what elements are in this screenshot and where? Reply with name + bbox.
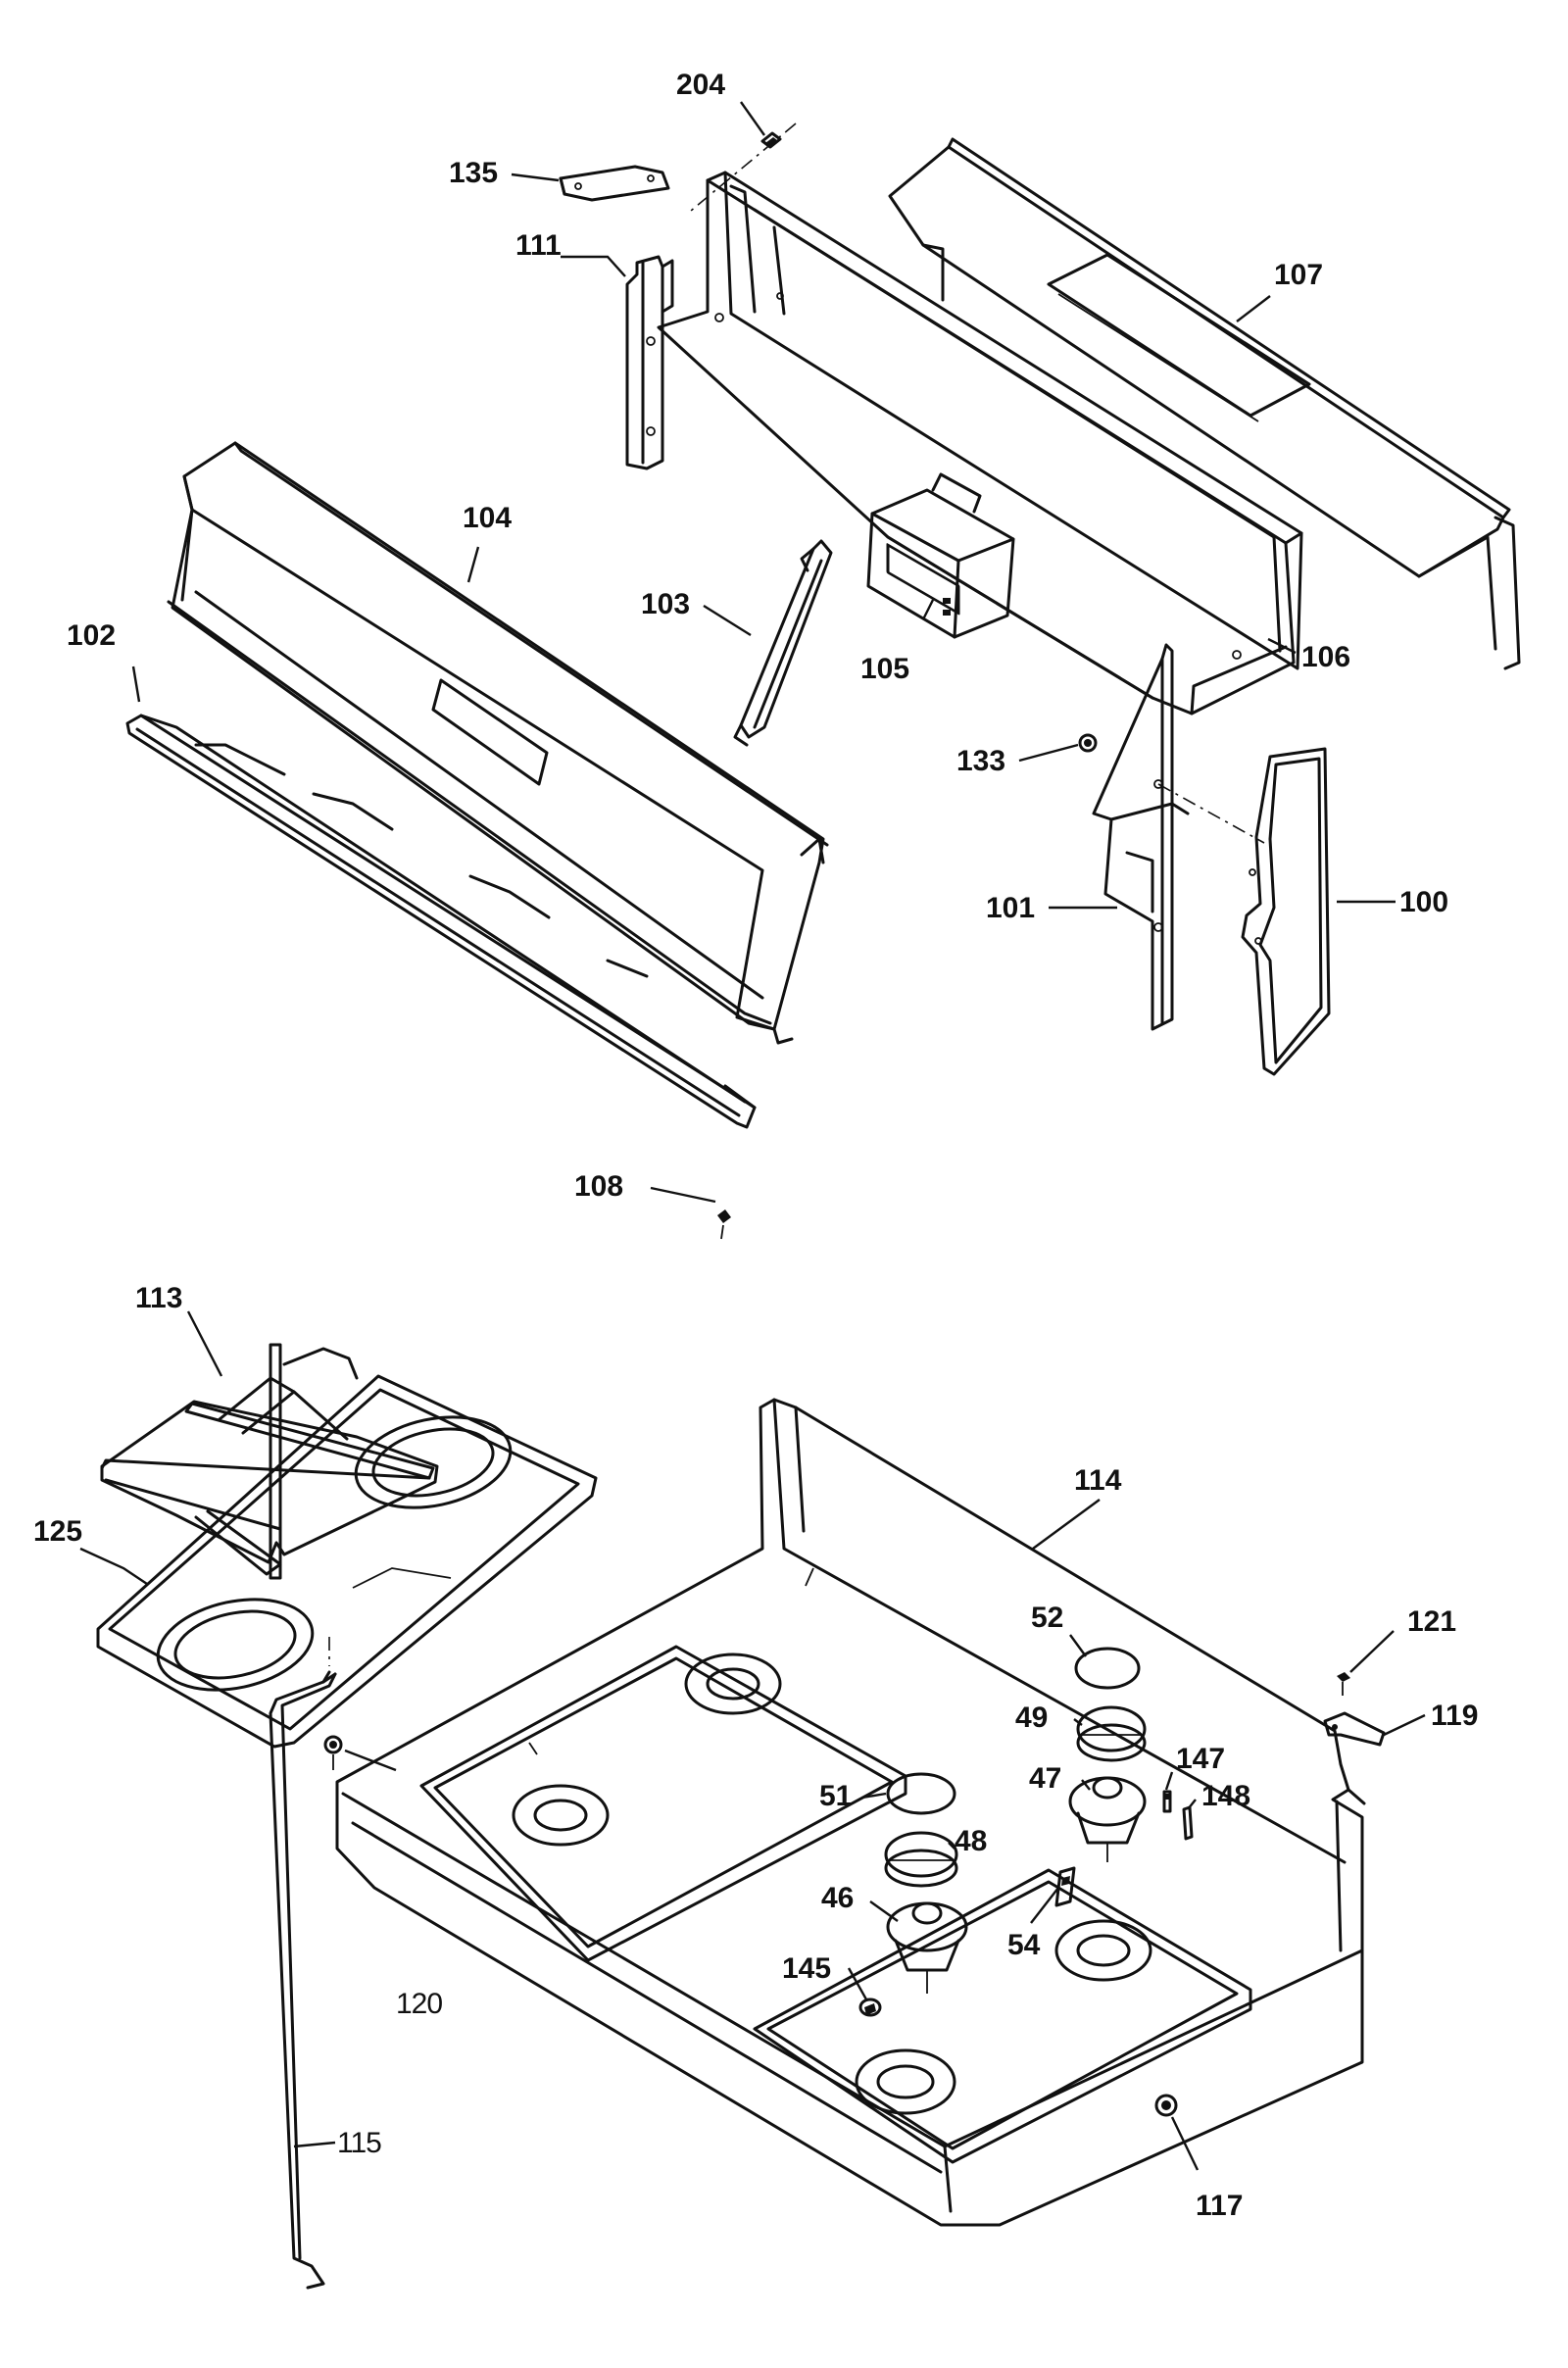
part-104-control-panel [167, 441, 829, 1045]
label-51: 51 [819, 1780, 853, 1812]
label-106: 106 [1301, 641, 1351, 673]
label-119: 119 [1431, 1700, 1479, 1732]
part-121-screw [1337, 1672, 1350, 1696]
label-54: 54 [1007, 1929, 1041, 1961]
part-52-cap [1074, 1647, 1141, 1690]
label-111: 111 [515, 229, 562, 262]
part-107-top-trim [888, 137, 1521, 670]
part-47-burner-base [1068, 1776, 1147, 1862]
label-120: 120 [396, 1988, 443, 2020]
part-133-nut [1078, 733, 1098, 753]
part-147-spring [1162, 1790, 1172, 1813]
label-100: 100 [1399, 886, 1449, 918]
label-52: 52 [1031, 1602, 1064, 1634]
part-204-screw [690, 123, 797, 212]
label-133: 133 [956, 745, 1006, 777]
label-148: 148 [1201, 1780, 1251, 1812]
part-54-igniter [1054, 1866, 1076, 1907]
part-125-drip-pan [96, 1374, 598, 1749]
part-120-nut [323, 1735, 343, 1770]
label-48: 48 [955, 1825, 988, 1857]
part-119-bracket [1323, 1711, 1386, 1747]
part-111-side-bracket [625, 255, 674, 470]
label-113: 113 [135, 1282, 183, 1314]
part-148-pin [1182, 1805, 1194, 1841]
part-114-cooktop [335, 1398, 1366, 2227]
label-145: 145 [782, 1952, 832, 1985]
label-125: 125 [33, 1515, 83, 1548]
label-105: 105 [860, 653, 910, 685]
label-147: 147 [1176, 1743, 1226, 1775]
part-135-bracket [559, 165, 670, 202]
part-145-fitting [858, 1998, 882, 2017]
leader-lines [79, 101, 1426, 2171]
label-49: 49 [1015, 1702, 1049, 1734]
part-49-head [1076, 1705, 1147, 1762]
label-135: 135 [449, 157, 499, 189]
part-105-timer [866, 472, 1015, 639]
label-121: 121 [1407, 1605, 1457, 1638]
label-102: 102 [67, 619, 117, 652]
label-104: 104 [463, 502, 513, 534]
part-117-nut [1154, 2094, 1178, 2117]
part-103-brace [733, 539, 833, 747]
part-108-screw [717, 1209, 731, 1240]
part-115-rod [269, 1637, 337, 2290]
label-103: 103 [641, 588, 691, 620]
label-101: 101 [986, 892, 1036, 924]
label-107: 107 [1274, 259, 1324, 291]
label-204: 204 [676, 69, 726, 101]
part-48-head [884, 1831, 958, 1888]
part-106-backsplash-frame [657, 171, 1303, 715]
label-108: 108 [574, 1170, 624, 1203]
part-113-grate [100, 1343, 439, 1580]
label-46: 46 [821, 1882, 855, 1914]
part-102-trim-strip [125, 714, 757, 1129]
label-115: 115 [337, 2127, 382, 2159]
part-100-side-panel [1241, 747, 1331, 1076]
part-46-burner-base [886, 1901, 968, 1994]
part-51-cap [886, 1772, 956, 1815]
label-47: 47 [1029, 1762, 1062, 1795]
label-117: 117 [1196, 2190, 1244, 2222]
part-101-side-support [1092, 643, 1265, 1031]
label-114: 114 [1074, 1464, 1122, 1497]
